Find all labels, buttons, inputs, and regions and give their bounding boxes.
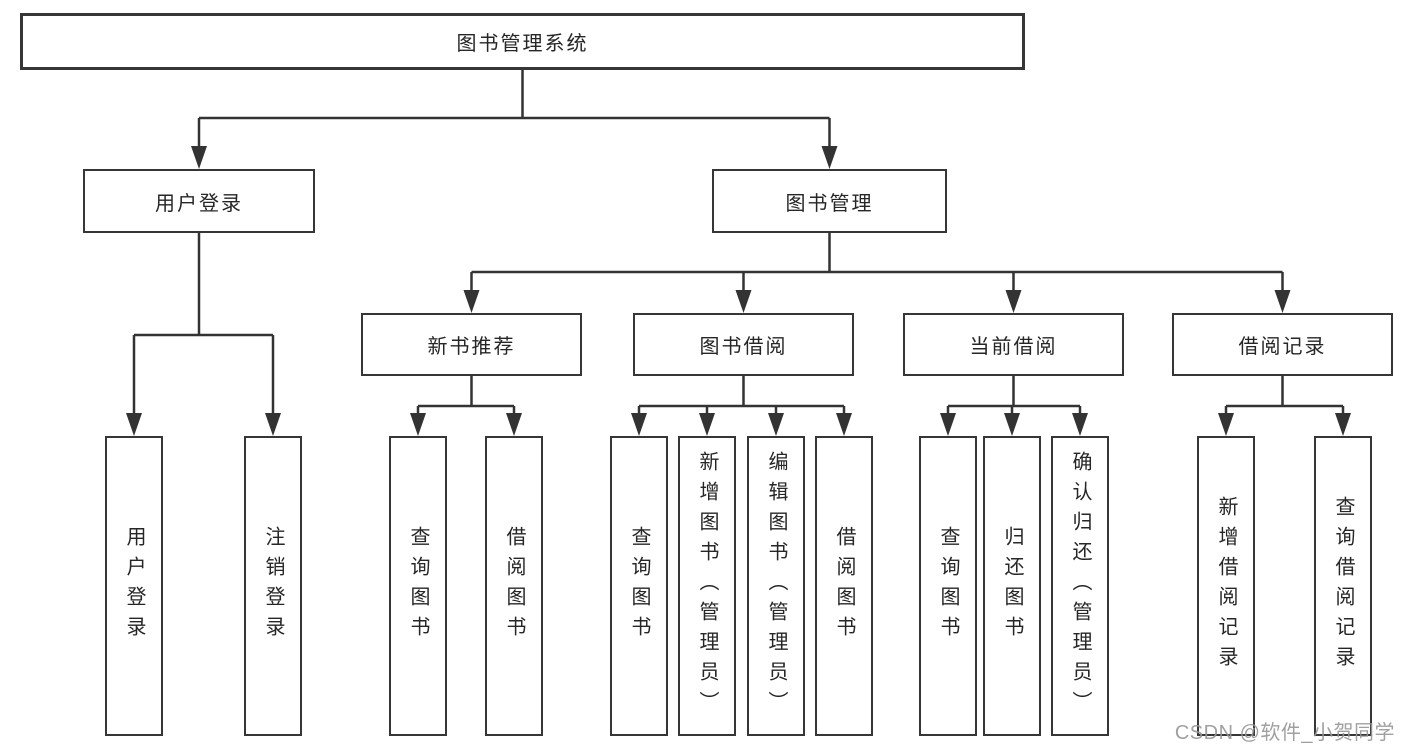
leaf-bb-borrow-books-label: 借阅图书	[833, 526, 855, 646]
leaf-cb-query-books-label: 查询图书	[937, 526, 959, 646]
leaf-bb-add-books-admin: 新增图书（管理员）	[678, 436, 736, 736]
node-book-management-label: 图书管理	[785, 192, 874, 215]
leaf-nb-query-books-label: 查询图书	[407, 526, 429, 646]
leaf-bb-query-books: 查询图书	[610, 436, 668, 736]
node-current-borrowing: 当前借阅	[903, 313, 1124, 376]
leaf-logout-label: 注销登录	[262, 526, 284, 646]
leaf-br-query-borrow-record-label: 查询借阅记录	[1332, 496, 1354, 676]
leaf-cb-return-books-label: 归还图书	[1001, 526, 1023, 646]
node-user-login: 用户登录	[83, 169, 315, 233]
leaf-br-add-borrow-record: 新增借阅记录	[1197, 436, 1255, 736]
leaf-cb-confirm-return-admin: 确认归还（管理员）	[1051, 436, 1109, 736]
leaf-cb-query-books: 查询图书	[919, 436, 977, 736]
node-new-book-recommendation: 新书推荐	[361, 313, 582, 376]
arrowheads	[126, 146, 1351, 436]
leaf-bb-edit-books-admin: 编辑图书（管理员）	[747, 436, 805, 736]
node-library-management-system: 图书管理系统	[20, 13, 1025, 70]
leaf-bb-add-books-admin-label: 新增图书（管理员）	[696, 451, 718, 721]
leaf-logout: 注销登录	[244, 436, 302, 736]
node-book-borrowing-label: 图书借阅	[699, 336, 788, 358]
node-user-login-label: 用户登录	[155, 192, 243, 215]
leaf-bb-edit-books-admin-label: 编辑图书（管理员）	[765, 451, 787, 721]
node-current-borrowing-label: 当前借阅	[969, 336, 1058, 358]
node-book-borrowing: 图书借阅	[633, 313, 854, 376]
node-library-management-system-label: 图书管理系统	[456, 33, 589, 55]
node-new-book-recommendation-label: 新书推荐	[427, 336, 516, 358]
leaf-nb-borrow-books-label: 借阅图书	[503, 526, 525, 646]
node-borrowing-records-label: 借阅记录	[1238, 336, 1327, 358]
node-book-management: 图书管理	[712, 169, 947, 233]
leaf-nb-borrow-books: 借阅图书	[485, 436, 543, 736]
leaf-user-login-label: 用户登录	[123, 526, 145, 646]
leaf-br-add-borrow-record-label: 新增借阅记录	[1215, 496, 1237, 676]
leaf-cb-confirm-return-admin-label: 确认归还（管理员）	[1069, 451, 1091, 721]
leaf-user-login: 用户登录	[105, 436, 163, 736]
leaf-bb-query-books-label: 查询图书	[628, 526, 650, 646]
leaf-br-query-borrow-record: 查询借阅记录	[1314, 436, 1372, 736]
leaf-cb-return-books: 归还图书	[983, 436, 1041, 736]
leaf-nb-query-books: 查询图书	[389, 436, 447, 736]
node-borrowing-records: 借阅记录	[1172, 313, 1393, 376]
csdn-watermark: CSDN @软件_小贺同学	[1174, 722, 1395, 744]
leaf-bb-borrow-books: 借阅图书	[815, 436, 873, 736]
